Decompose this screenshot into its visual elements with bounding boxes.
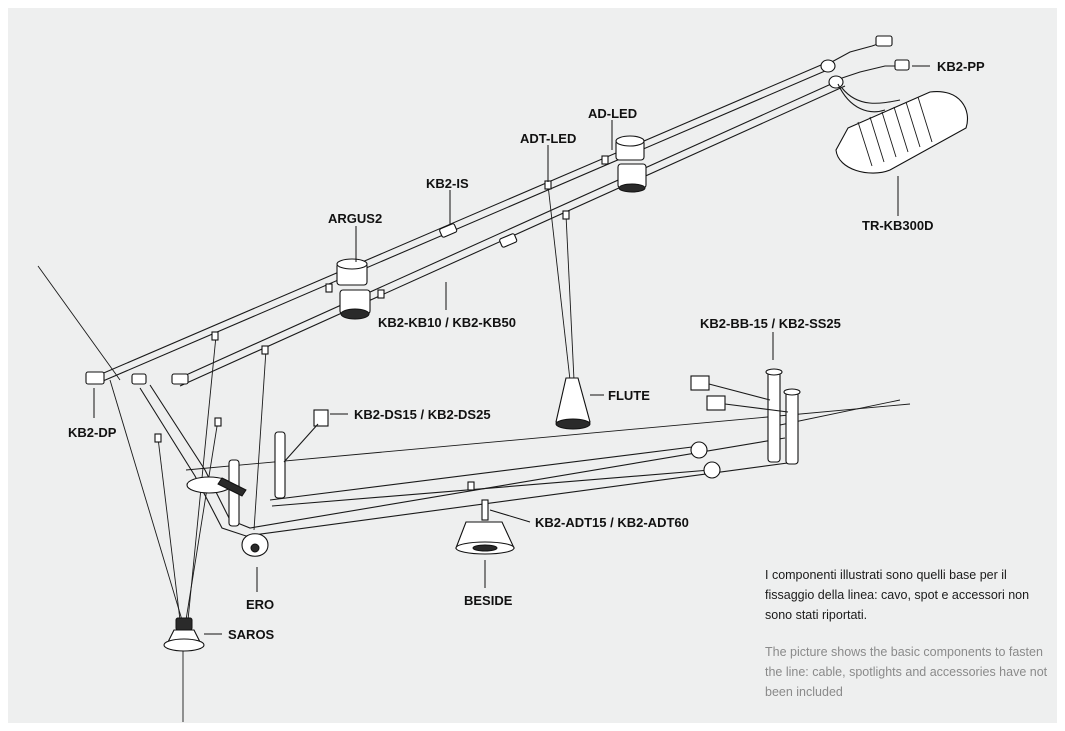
saros-wire-4 [109,379,183,621]
upper-rail-2 [174,79,841,381]
label-kb2-ds15-ds25: KB2-DS15 / KB2-DS25 [354,407,491,422]
saros-wire-1 [157,437,181,621]
lower-rail-4 [271,469,711,507]
label-kb2-adt15-adt60: KB2-ADT15 / KB2-ADT60 [535,515,689,530]
label-ad-led: AD-LED [588,106,637,121]
label-flute: FLUTE [608,388,650,403]
note-english: The picture shows the basic components t… [765,645,1048,699]
kb2-ds-bracket [186,409,329,527]
kb2-dp-connector [85,371,189,385]
leader-lines [93,65,930,635]
label-argus2: ARGUS2 [328,211,382,226]
tension-wire-middle [185,403,911,471]
right-spot-heads [690,441,721,479]
saros-wire-3 [185,419,219,621]
end-plug-1 [875,35,893,47]
flute-fixture [555,377,591,430]
kb2-pp-plug [894,59,910,71]
end-cable-2 [835,65,900,81]
label-tr-kb300d: TR-KB300D [862,218,934,233]
end-terminal-2 [828,75,844,89]
saros-fixture [163,617,205,652]
lower-rail-2 [139,387,796,537]
kb2-is-insulator-2 [499,233,518,248]
kb2-is-insulator-1 [439,223,458,238]
tension-wire-right [779,399,901,426]
upper-rail-1b [95,67,833,385]
argus2-fixture [336,258,371,320]
ero-fixture [241,533,269,557]
note-italian: I componenti illustrati sono quelli base… [765,568,1030,622]
transformer-cable-1 [837,83,886,113]
label-ero: ERO [246,597,274,612]
label-kb2-bb15-ss25: KB2-BB-15 / KB2-SS25 [700,316,841,331]
flute-wire-1 [547,184,571,381]
beside-fixture [455,499,515,555]
lower-rail-3 [269,445,701,501]
ad-led-fixture [615,135,647,193]
label-saros: SAROS [228,627,275,642]
label-adt-led: ADT-LED [520,131,576,146]
transformer-tr-kb300d [835,91,968,174]
transformer-cable-2 [841,87,901,104]
upper-rail-1 [91,61,829,379]
flute-wire-2 [565,214,575,381]
label-kb2-kb10-kb50: KB2-KB10 / KB2-KB50 [378,315,516,330]
end-terminal-1 [820,59,836,73]
label-kb2-is: KB2-IS [426,176,469,191]
label-beside: BESIDE [464,593,513,608]
label-kb2-dp: KB2-DP [68,425,117,440]
label-kb2-pp: KB2-PP [937,59,985,74]
kb2-bb15-bracket [690,368,801,465]
tension-wire-left [37,265,121,381]
end-cable-1 [827,41,885,65]
ero-wire [253,349,267,531]
